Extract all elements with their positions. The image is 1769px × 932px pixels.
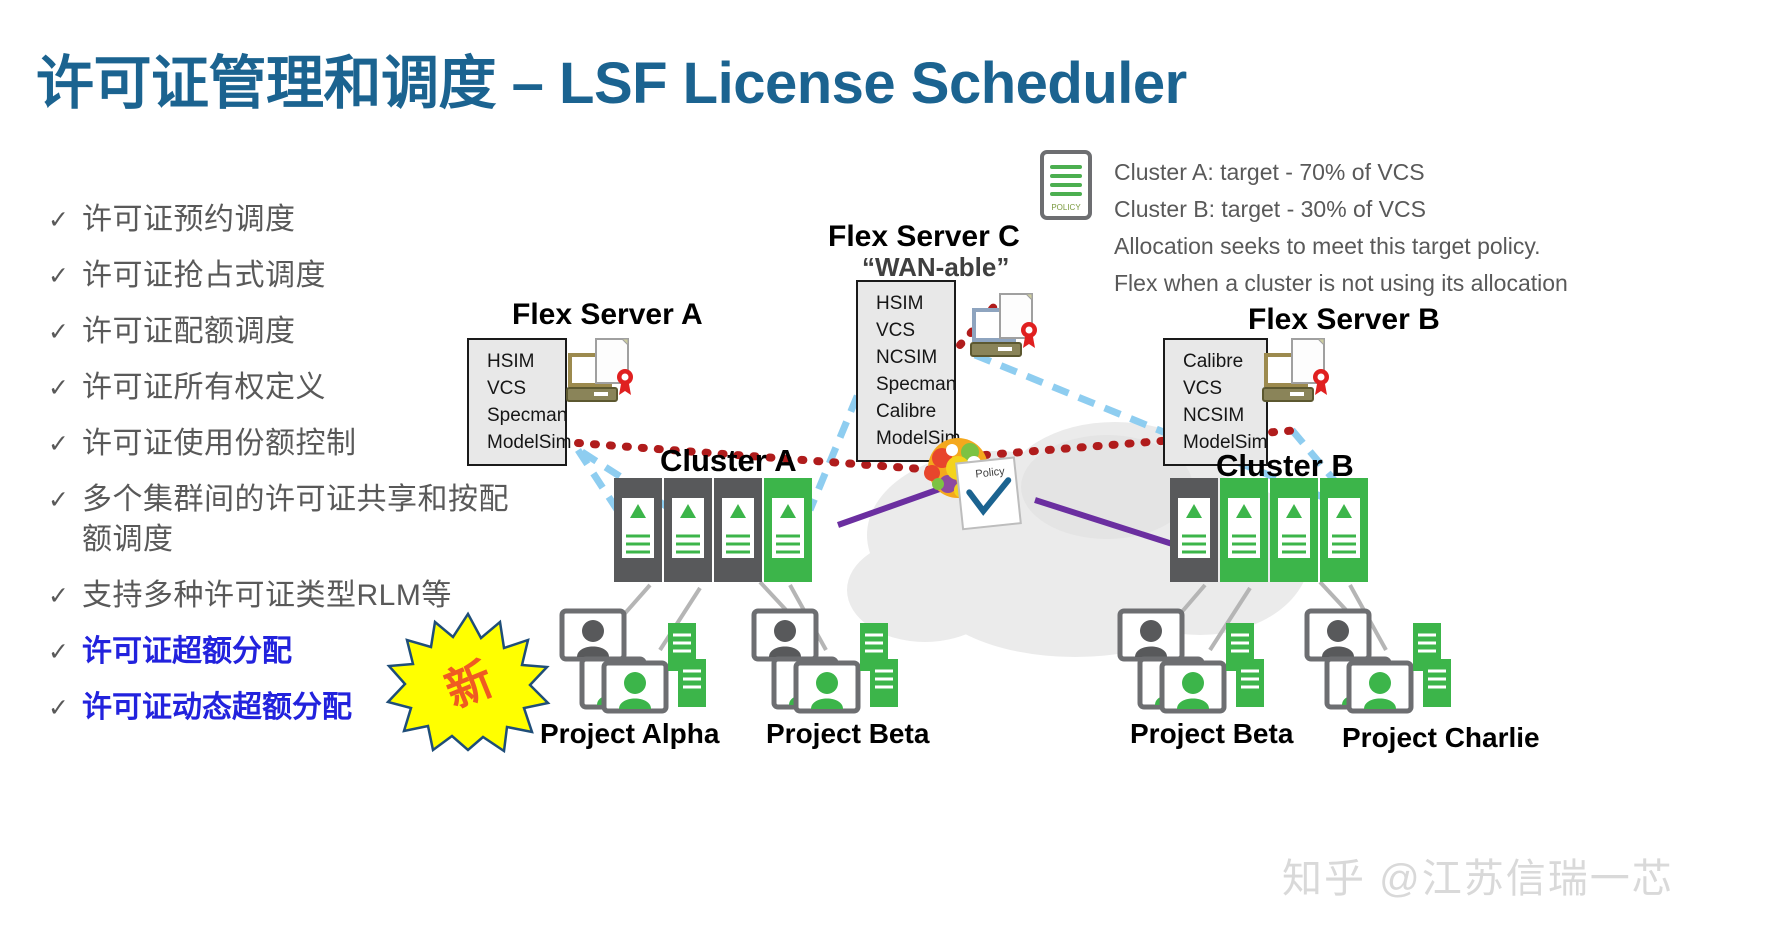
cluster-b-server-group [1168, 470, 1383, 590]
cluster-a-label: Cluster A [660, 443, 797, 478]
project-label-charlie: Project Charlie [1342, 722, 1540, 753]
bullet-label: 支持多种许可证类型RLM等 [82, 579, 452, 612]
policy-icon-label: POLICY [1051, 203, 1081, 212]
feature-bullet-list: ✓ 许可证预约调度 ✓ 许可证抢占式调度 ✓ 许可证配额调度 ✓ 许可证所有权定… [42, 200, 602, 744]
license-item: VCS [1183, 378, 1223, 399]
bullet-item: ✓ 支持多种许可证类型RLM等 [42, 576, 602, 616]
link-red-flexa-center [574, 439, 939, 474]
policy-line-4: Flex when a cluster is not using its all… [1114, 270, 1568, 296]
license-item: ModelSim [1183, 432, 1268, 453]
checkmark-icon: ✓ [48, 430, 69, 458]
checkmark-icon: ✓ [48, 638, 69, 666]
bullet-label: 许可证配额调度 [82, 315, 296, 348]
page-title-en: LSF License Scheduler [559, 51, 1187, 116]
bullet-item: ✓ 许可证抢占式调度 [42, 256, 602, 296]
policy-doc-tag: Policy [975, 466, 1006, 481]
watermark: 知乎 @江苏信瑞一芯 [1282, 857, 1674, 901]
cluster-a-server-group [612, 470, 827, 590]
bullet-item: ✓ 许可证预约调度 [42, 200, 602, 240]
bullet-item: ✓ 多个集群间的许可证共享和按配额调度 [42, 480, 602, 560]
license-item: ModelSim [487, 432, 572, 453]
bullet-label: 许可证预约调度 [82, 203, 296, 236]
policy-line-1: Cluster A: target - 70% of VCS [1114, 159, 1425, 185]
flex-server-b-license-box: Calibre VCS NCSIM ModelSim [1163, 338, 1268, 466]
flex-server-a-label: Flex Server A [512, 298, 703, 331]
license-item: HSIM [487, 351, 535, 372]
bullet-label: 许可证使用份额控制 [82, 427, 357, 460]
bullet-item-highlight: ✓ 许可证动态超额分配 [42, 688, 602, 728]
project-label-beta-a: Project Beta [766, 718, 930, 749]
page-title-dash: – [496, 51, 560, 116]
project-label-beta-b: Project Beta [1130, 718, 1294, 749]
link-flexb-clusterb [1289, 427, 1358, 508]
policy-line-2: Cluster B: target - 30% of VCS [1114, 196, 1426, 222]
policy-document-icon: POLICY [1040, 150, 1092, 220]
flex-server-a-computer-icon [566, 335, 636, 415]
page-title-zh: 许可证管理和调度 [36, 51, 497, 116]
license-item: HSIM [876, 293, 924, 314]
checkmark-icon: ✓ [48, 262, 69, 290]
bullet-label: 许可证所有权定义 [82, 371, 326, 404]
bullet-item: ✓ 许可证使用份额控制 [42, 424, 602, 464]
project-beta-users-a [751, 605, 922, 715]
flex-server-c-label: Flex Server C [828, 220, 1020, 253]
license-item: Specman [487, 405, 568, 426]
bullet-label: 多个集群间的许可证共享和按配额调度 [82, 483, 509, 556]
license-item: NCSIM [1183, 405, 1245, 426]
flex-server-c-sublabel: “WAN-able” [862, 252, 1010, 282]
link-flexc-clusterb [973, 351, 1332, 504]
page-title: 许可证管理和调度 – LSF License Scheduler [36, 36, 1187, 120]
checkmark-icon: ✓ [48, 694, 69, 722]
bullet-item: ✓ 许可证所有权定义 [42, 368, 602, 408]
flex-server-b-label: Flex Server B [1248, 303, 1440, 336]
license-item: ModelSim [876, 428, 961, 449]
project-charlie-users [1304, 605, 1475, 715]
link-purple-clusterb [1034, 497, 1186, 551]
license-item: VCS [487, 378, 527, 399]
project-beta-users-b [1117, 605, 1288, 715]
checkmark-icon: ✓ [48, 582, 69, 610]
policy-line-3: Allocation seeks to meet this target pol… [1114, 233, 1541, 259]
bullet-item-highlight: ✓ 许可证超额分配 [42, 632, 602, 672]
cluster-b-label: Cluster B [1216, 448, 1354, 483]
license-item: Calibre [1183, 351, 1244, 372]
flex-server-c-license-box: HSIM VCS NCSIM Specman Calibre ModelSim [856, 280, 961, 462]
bullet-label: 许可证抢占式调度 [82, 259, 326, 292]
new-badge-starburst: 新 [385, 611, 551, 754]
license-item: Calibre [876, 401, 937, 422]
link-red-center-flexb [981, 426, 1304, 459]
bullet-item: ✓ 许可证配额调度 [42, 312, 602, 352]
project-alpha-users [559, 605, 730, 715]
flex-server-b-computer-icon [1262, 335, 1332, 415]
checkmark-icon: ✓ [48, 206, 69, 234]
checkmark-icon: ✓ [48, 318, 69, 346]
flex-server-c-computer-icon [970, 290, 1040, 370]
license-item: Specman [876, 374, 957, 395]
flex-server-a-license-box: HSIM VCS Specman ModelSim [467, 338, 572, 466]
policy-decision-burst: Policy [912, 428, 1042, 548]
checkmark-icon: ✓ [48, 374, 69, 402]
checkmark-icon: ✓ [48, 486, 69, 514]
project-label-alpha: Project Alpha [540, 718, 720, 749]
license-item: NCSIM [876, 347, 938, 368]
bullet-label: 许可证超额分配 [82, 635, 292, 668]
license-item: VCS [876, 320, 916, 341]
bullet-label: 许可证动态超额分配 [82, 691, 352, 724]
link-flexc-clustera [806, 368, 872, 512]
